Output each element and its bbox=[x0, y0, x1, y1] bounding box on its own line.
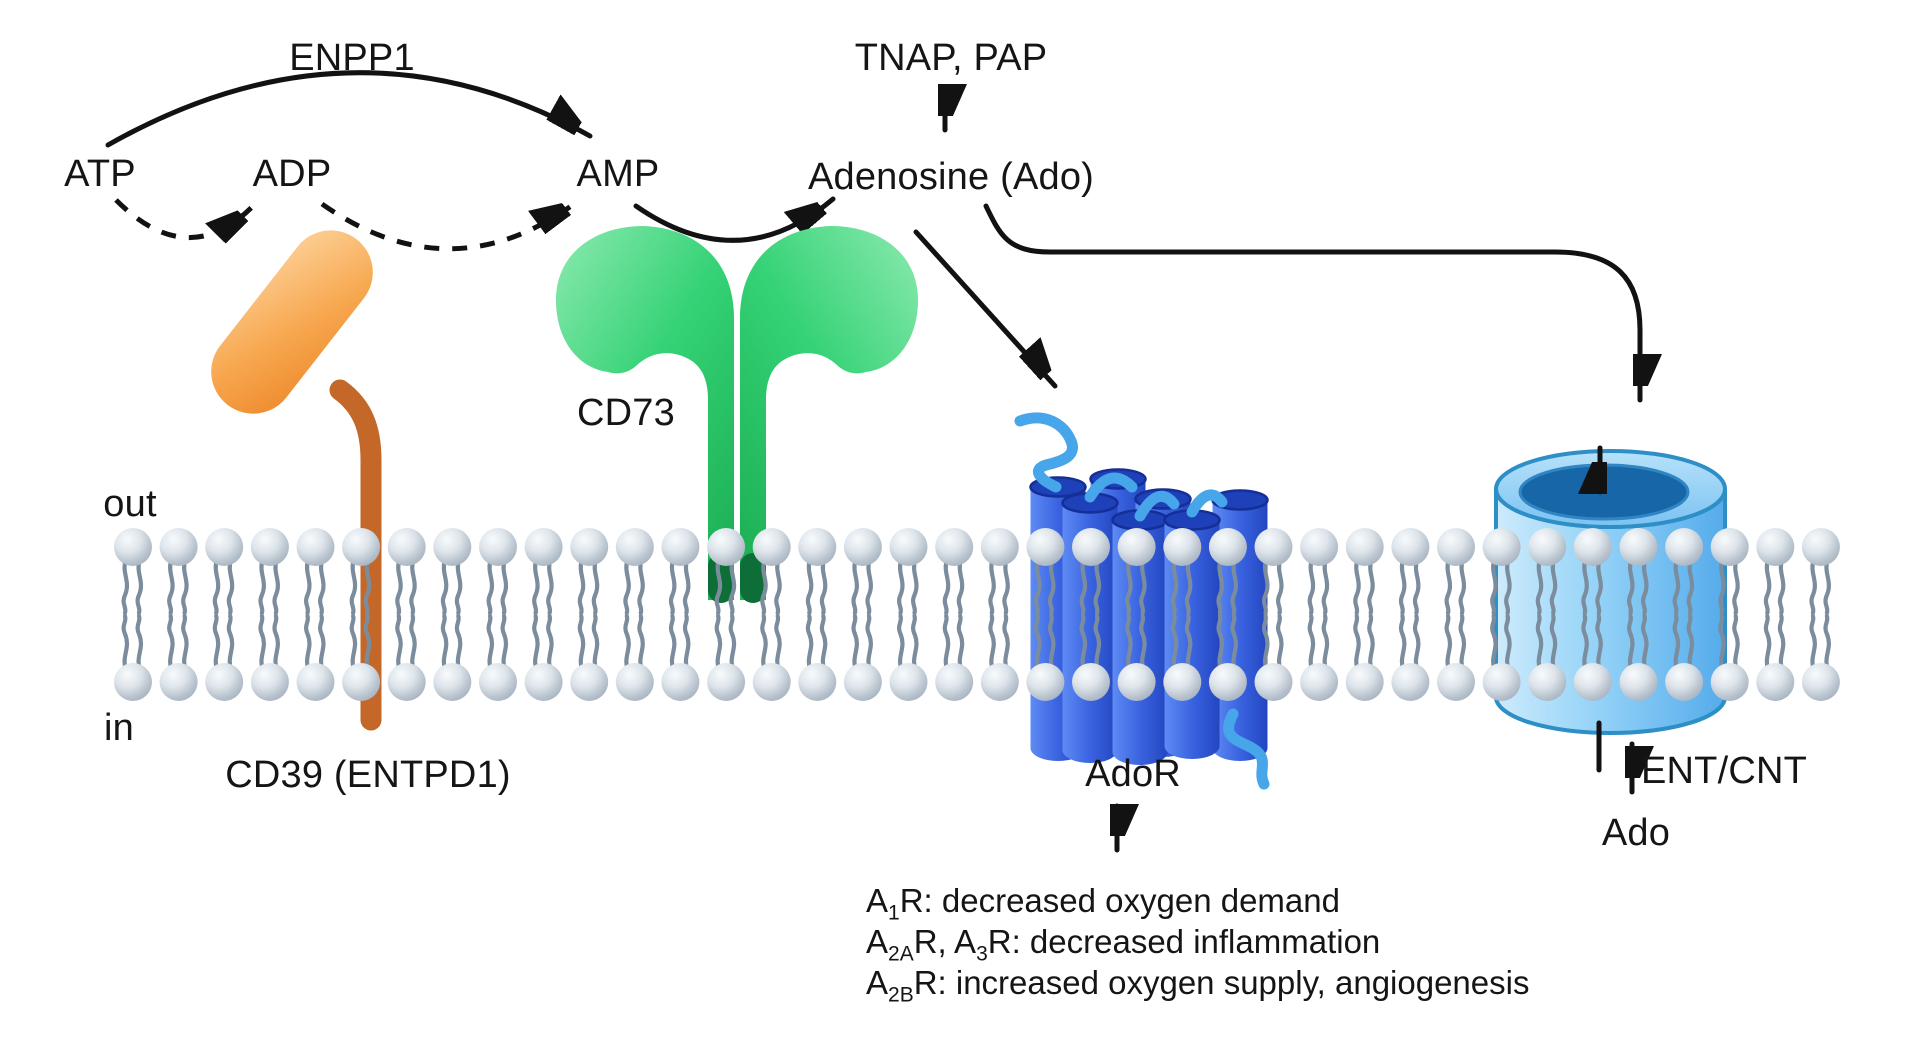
membrane-side-label-in: in bbox=[104, 707, 134, 750]
receptor-effect-line: A2BR: increased oxygen supply, angiogene… bbox=[866, 964, 1530, 1007]
lipid-molecule bbox=[525, 528, 563, 613]
lipid-molecule bbox=[1802, 616, 1840, 701]
lipid-molecule bbox=[981, 616, 1019, 701]
ador-receptor bbox=[1014, 412, 1270, 790]
lipid-molecule bbox=[1346, 528, 1384, 613]
lipid-molecule bbox=[1802, 528, 1840, 613]
enzyme-label-tnap-pap: TNAP, PAP bbox=[854, 37, 1048, 80]
adenosine-to-ador-arrow bbox=[913, 229, 1055, 389]
enzyme-label-enpp1: ENPP1 bbox=[289, 37, 415, 80]
ador-n-terminus-squiggle bbox=[1014, 412, 1078, 493]
cd39-capsule bbox=[211, 230, 373, 414]
enpp1-arc-arrow bbox=[105, 70, 593, 148]
lipid-molecule bbox=[160, 616, 198, 701]
lipid-molecule bbox=[160, 528, 198, 613]
lipid-molecule bbox=[616, 616, 654, 701]
lipid-molecule bbox=[251, 528, 289, 613]
lipid-molecule bbox=[1346, 616, 1384, 701]
molecule-label-atp: ATP bbox=[64, 153, 136, 196]
lipid-molecule bbox=[570, 616, 608, 701]
lipid-molecule bbox=[388, 528, 426, 613]
molecule-label-amp: AMP bbox=[576, 153, 660, 196]
molecule-label-adp: ADP bbox=[252, 153, 332, 196]
transporter-label-ent-cnt: ENT/CNT bbox=[1640, 750, 1808, 793]
lipid-molecule bbox=[844, 528, 882, 613]
receptor-label-ador: AdoR bbox=[1085, 753, 1181, 796]
receptor-effect-line: A1R: decreased oxygen demand bbox=[866, 882, 1340, 925]
lipid-molecule bbox=[1437, 616, 1475, 701]
lipid-molecule bbox=[479, 528, 517, 613]
cd73-right-lobe bbox=[740, 226, 918, 600]
lipid-molecule bbox=[1391, 528, 1429, 613]
lipid-molecule bbox=[570, 528, 608, 613]
lipid-molecule bbox=[707, 616, 745, 701]
reaction-arrows bbox=[105, 70, 1640, 403]
lipid-molecule bbox=[525, 616, 563, 701]
lipid-molecule bbox=[844, 616, 882, 701]
transporter-pore bbox=[1518, 463, 1690, 521]
lipid-molecule bbox=[890, 528, 928, 613]
ador-c-terminus-squiggle bbox=[1223, 708, 1270, 790]
cd73-left-lobe bbox=[556, 226, 734, 600]
molecule-label-ado-intracellular: Ado bbox=[1601, 812, 1671, 855]
molecule-label-adenosine: Adenosine (Ado) bbox=[807, 156, 1095, 199]
lipid-molecule bbox=[251, 616, 289, 701]
ador-loop bbox=[1084, 472, 1138, 503]
lipid-molecule bbox=[388, 616, 426, 701]
lipid-molecule bbox=[433, 528, 471, 613]
cd39-stem bbox=[329, 379, 382, 731]
lipid-molecule bbox=[661, 616, 699, 701]
lipid-molecule bbox=[1756, 528, 1794, 613]
lipid-molecule bbox=[1391, 616, 1429, 701]
lipid-molecule bbox=[798, 616, 836, 701]
lipid-molecule bbox=[114, 616, 152, 701]
lipid-molecule bbox=[114, 528, 152, 613]
lipid-molecule bbox=[890, 616, 928, 701]
lipid-molecule bbox=[297, 528, 335, 613]
lipid-molecule bbox=[753, 616, 791, 701]
lipid-molecule bbox=[479, 616, 517, 701]
receptor-effect-line: A2AR, A3R: decreased inflammation bbox=[866, 923, 1381, 966]
lipid-molecule bbox=[1756, 616, 1794, 701]
ador-loop bbox=[1134, 490, 1180, 522]
lipid-molecule bbox=[205, 528, 243, 613]
lipid-molecule bbox=[1300, 528, 1338, 613]
cd39-protein bbox=[211, 230, 382, 731]
lipid-molecule bbox=[661, 528, 699, 613]
enzyme-label-cd73: CD73 bbox=[577, 392, 675, 435]
lipid-molecule bbox=[798, 528, 836, 613]
lipid-molecule bbox=[433, 616, 471, 701]
lipid-molecule bbox=[205, 616, 243, 701]
lipid-molecule bbox=[935, 528, 973, 613]
lipid-molecule bbox=[297, 616, 335, 701]
enzyme-label-cd39: CD39 (ENTPD1) bbox=[225, 754, 511, 797]
atp-to-adp-dashed-arrow bbox=[114, 198, 255, 238]
adenosine-to-transporter-curve-arrow bbox=[983, 203, 1640, 403]
lipid-molecule bbox=[1437, 528, 1475, 613]
adp-to-amp-dashed-arrow bbox=[320, 201, 580, 252]
ador-helix-cylinder bbox=[1061, 492, 1119, 764]
lipid-molecule bbox=[1300, 616, 1338, 701]
amp-to-adenosine-arrow bbox=[633, 199, 836, 243]
ador-loop bbox=[1186, 489, 1228, 518]
lipid-molecule bbox=[981, 528, 1019, 613]
membrane-side-label-out: out bbox=[103, 483, 157, 526]
lipid-molecule bbox=[616, 528, 654, 613]
lipid-molecule bbox=[935, 616, 973, 701]
